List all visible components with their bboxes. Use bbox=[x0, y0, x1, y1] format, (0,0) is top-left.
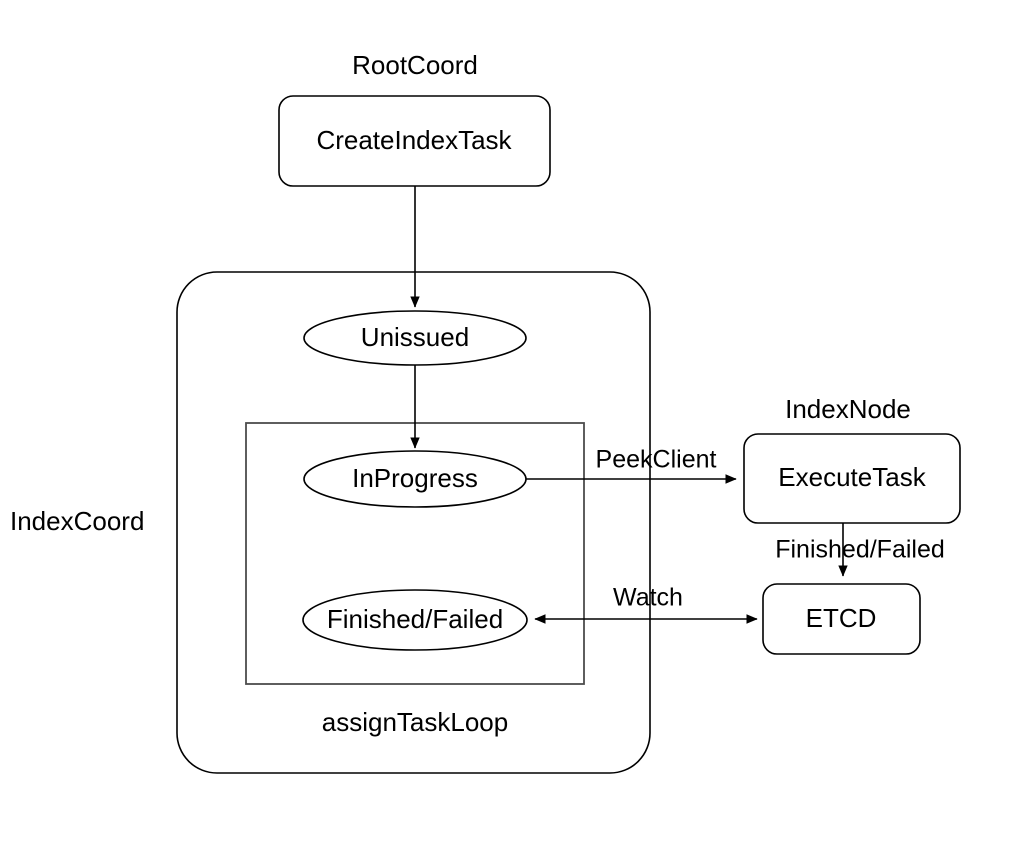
finished-failed-label: Finished/Failed bbox=[327, 604, 503, 634]
group-label-rootcoord: RootCoord bbox=[352, 50, 478, 80]
finished-failed-shape[interactable] bbox=[302, 589, 528, 651]
edge-label-watch: Watch bbox=[613, 584, 683, 612]
container-indexcoord bbox=[176, 271, 651, 774]
execute-task-label: ExecuteTask bbox=[778, 462, 926, 492]
edge-label-finished-failed: Finished/Failed bbox=[775, 536, 945, 564]
node-execute-task[interactable]: ExecuteTask bbox=[743, 433, 961, 524]
in-progress-shape[interactable] bbox=[303, 450, 527, 508]
edge-label-peekclient: PeekClient bbox=[596, 446, 717, 474]
etcd-shape[interactable] bbox=[762, 583, 921, 655]
create-index-task-label: CreateIndexTask bbox=[316, 125, 512, 155]
execute-task-shape[interactable] bbox=[743, 433, 961, 524]
node-etcd[interactable]: ETCD bbox=[762, 583, 921, 655]
unissued-label: Unissued bbox=[361, 322, 469, 352]
node-unissued[interactable]: Unissued bbox=[303, 310, 527, 366]
group-label-indexcoord: IndexCoord bbox=[10, 506, 144, 536]
node-finished-failed-state[interactable]: Finished/Failed bbox=[302, 589, 528, 651]
etcd-label: ETCD bbox=[806, 603, 877, 633]
node-in-progress[interactable]: InProgress bbox=[303, 450, 527, 508]
group-label-assign-task-loop: assignTaskLoop bbox=[322, 707, 508, 737]
in-progress-label: InProgress bbox=[352, 463, 478, 493]
node-create-index-task[interactable]: CreateIndexTask bbox=[278, 95, 551, 187]
group-label-indexnode: IndexNode bbox=[785, 394, 911, 424]
